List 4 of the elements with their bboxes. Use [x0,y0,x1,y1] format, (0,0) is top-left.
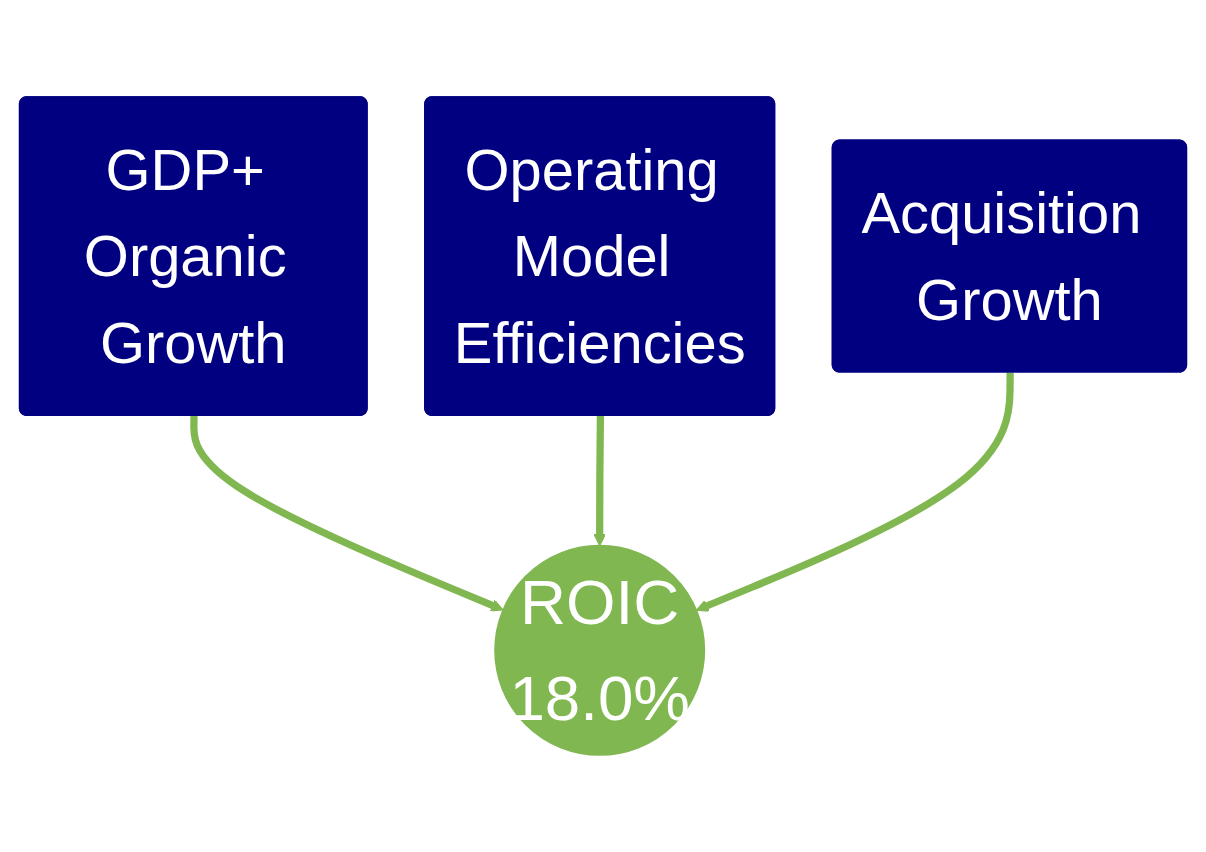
arrow [695,372,1014,612]
arrow [593,416,607,547]
node-circle: ROIC 18.0% [494,544,706,756]
arrow [190,416,504,612]
